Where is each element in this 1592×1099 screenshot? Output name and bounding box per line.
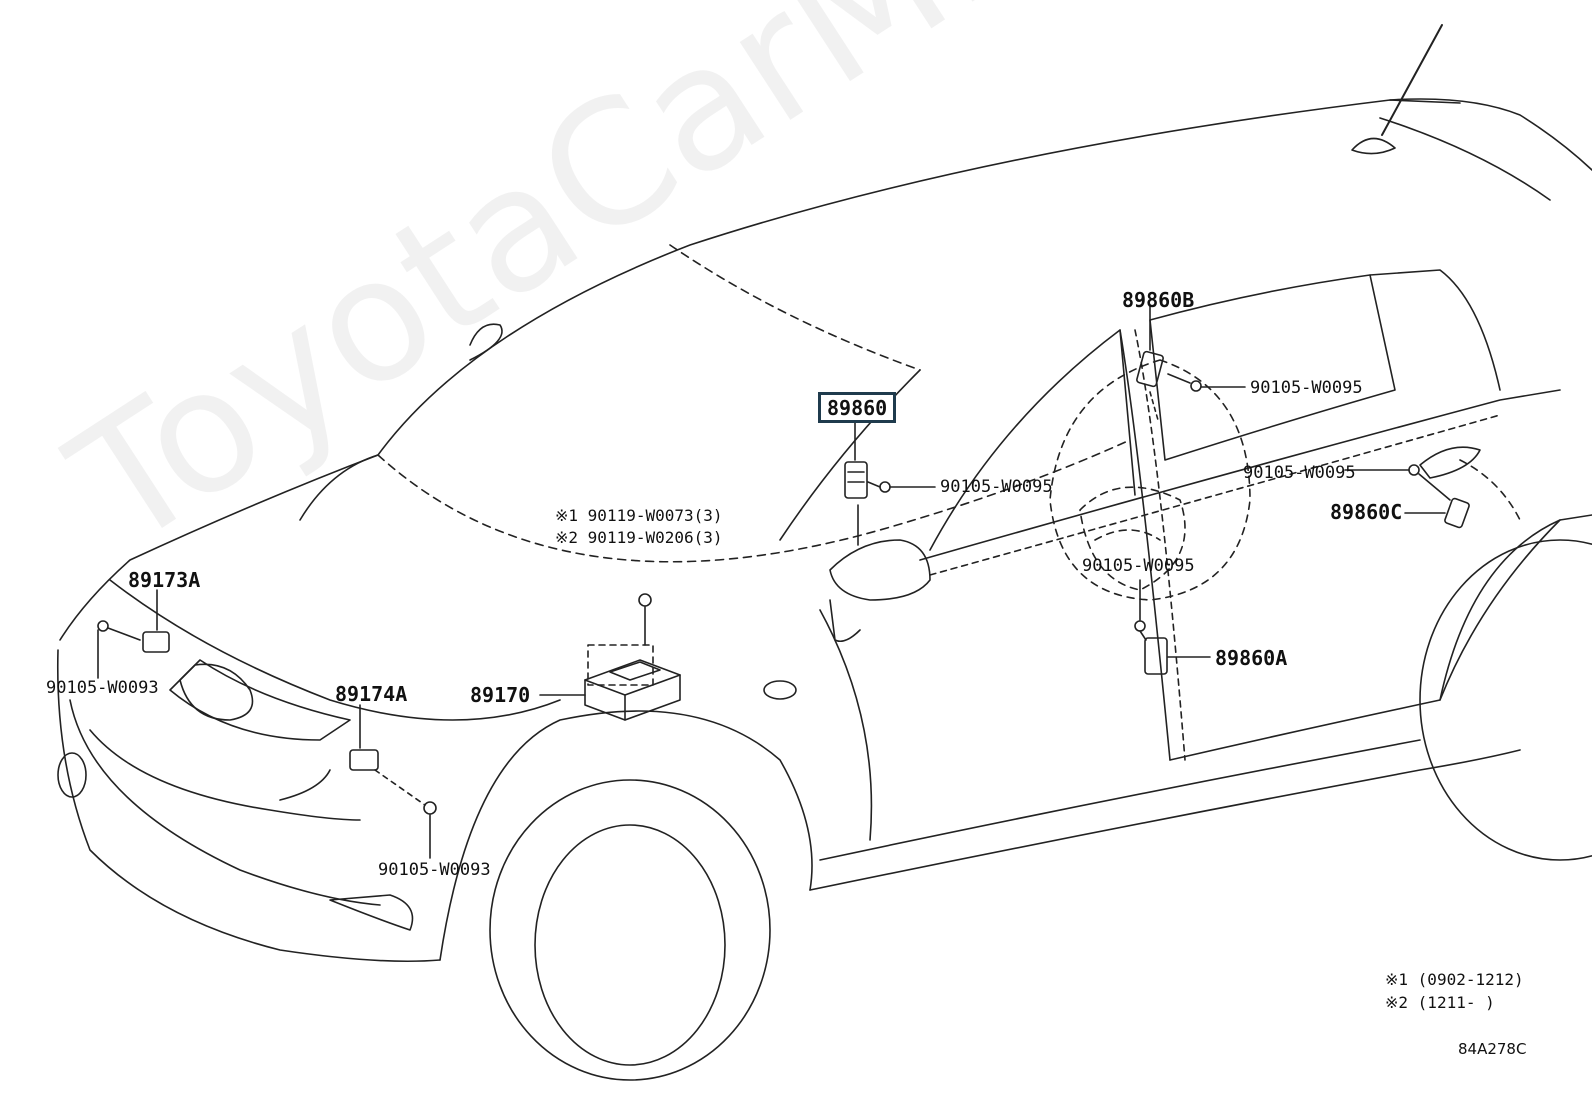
- bolt-label-lower: 90105-W0093: [378, 860, 491, 880]
- antenna: [1351, 24, 1443, 155]
- body-outline: [56, 98, 1592, 1081]
- part-label-89860A: 89860A: [1215, 646, 1288, 670]
- sensor-89173A: [97, 589, 170, 679]
- bolt-label-89860C: 90105-W0095: [1243, 463, 1356, 483]
- bolt-label-89860A: 90105-W0095: [1082, 556, 1195, 576]
- sensor-89860: [844, 421, 936, 546]
- door-dashed-regions: [1049, 359, 1521, 601]
- ecu-bolt-note-2: ※2 90119-W0206(3): [555, 528, 723, 547]
- part-label-89173A: 89173A: [128, 568, 201, 592]
- airbag-ecu-89170: [539, 593, 681, 721]
- part-label-89170: 89170: [470, 683, 531, 707]
- legend-line-2: ※2 (1211- ): [1385, 993, 1495, 1012]
- ecu-bolt-note-1: ※1 90119-W0073(3): [555, 506, 723, 525]
- part-label-89860C: 89860C: [1330, 500, 1403, 524]
- bolt-label-89860B: 90105-W0095: [1250, 378, 1363, 398]
- part-label-89860B: 89860B: [1122, 288, 1195, 312]
- sensor-89860C: [1344, 464, 1470, 529]
- sensor-89860A: [1134, 579, 1211, 675]
- legend-line-1: ※1 (0902-1212): [1385, 970, 1524, 989]
- diagram-code: 84A278C: [1458, 1040, 1527, 1058]
- sensor-89174A: [349, 704, 437, 859]
- bolt-label-front: 90105-W0093: [46, 678, 159, 698]
- part-label-89860: 89860: [818, 392, 897, 423]
- part-label-89174A: 89174A: [335, 682, 408, 706]
- bolt-label-mirror: 90105-W0095: [940, 477, 1053, 497]
- sensor-89860B: [1136, 304, 1246, 421]
